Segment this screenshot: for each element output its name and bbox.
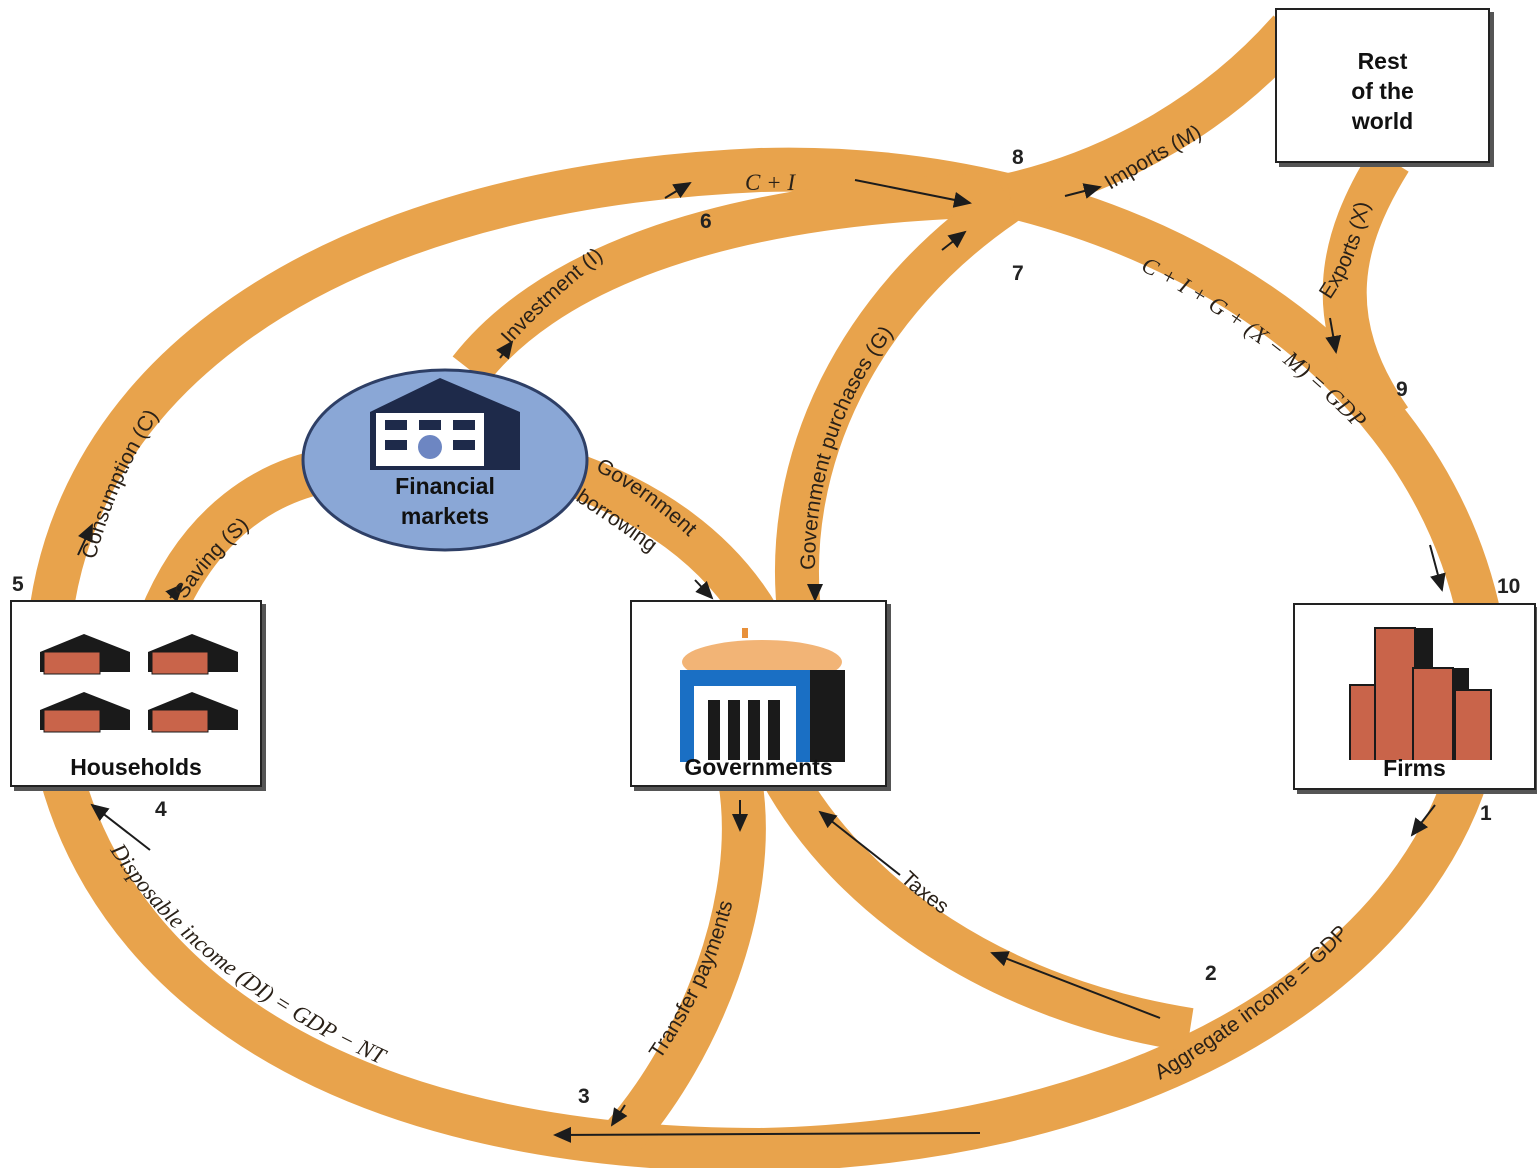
rest-of-world-line1: Rest	[1357, 48, 1408, 74]
step-number-8: 8	[1012, 146, 1024, 169]
label-c-plus-i: C + I	[745, 170, 796, 195]
band-taxes	[760, 759, 1194, 1052]
house-icon	[148, 692, 238, 733]
step-number-2: 2	[1205, 962, 1217, 985]
step-number-3: 3	[578, 1085, 590, 1108]
financial-markets-node: Financial markets	[301, 368, 589, 552]
households-box: Households	[10, 600, 262, 787]
label-aggregate-income: Aggregate income = GDP	[1151, 921, 1353, 1084]
houses-icon	[40, 634, 238, 733]
financial-markets-line2: markets	[401, 503, 489, 529]
bank-building-icon	[370, 378, 520, 470]
step-number-6: 6	[700, 210, 712, 233]
band-imports	[1005, 15, 1307, 217]
governments-label: Governments	[684, 754, 833, 780]
step-number-9: 9	[1396, 378, 1408, 401]
firms-box: Firms	[1293, 603, 1536, 790]
governments-box: Governments	[630, 600, 887, 787]
factory-buildings-icon	[1349, 627, 1492, 760]
financial-markets-line1: Financial	[395, 473, 495, 499]
step-number-1: 1	[1480, 802, 1492, 825]
rest-of-world-line2: of the	[1351, 78, 1414, 104]
house-icon	[40, 692, 130, 733]
firms-label: Firms	[1383, 755, 1446, 781]
house-icon	[40, 634, 130, 675]
step-number-4: 4	[155, 798, 167, 821]
flow-arrows	[77, 179, 1446, 1143]
band-investment	[452, 173, 1011, 384]
government-building-icon	[680, 628, 845, 762]
rest-of-world-line3: world	[1351, 108, 1414, 134]
band-exports	[1322, 148, 1409, 433]
band-gov-borrowing	[552, 449, 780, 632]
house-icon	[148, 634, 238, 675]
band-transfer	[603, 776, 766, 1155]
households-label: Households	[70, 754, 202, 780]
step-number-5: 5	[12, 573, 24, 596]
step-number-10: 10	[1497, 575, 1521, 598]
step-number-7: 7	[1012, 262, 1024, 285]
rest-of-world-box: Rest of the world	[1275, 8, 1490, 163]
